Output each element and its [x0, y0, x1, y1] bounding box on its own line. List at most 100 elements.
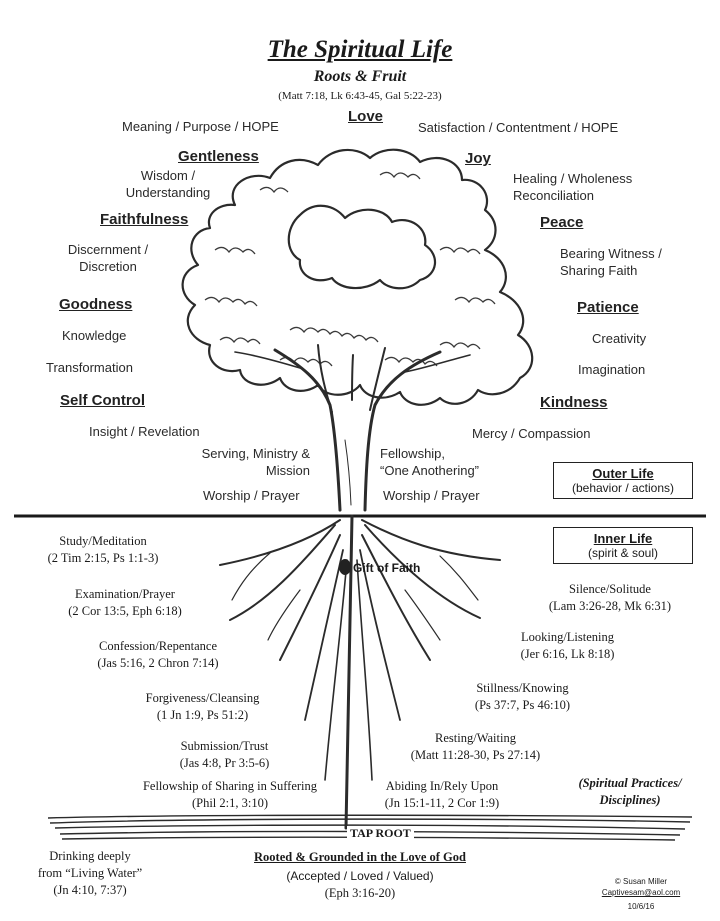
patience-desc-2: Imagination: [578, 362, 646, 377]
practices-note: (Spiritual Practices/ Disciplines): [555, 775, 705, 809]
title-references: (Matt 7:18, Lk 6:43-45, Gal 5:22-23): [278, 90, 442, 102]
peace-desc: Bearing Witness / Sharing Faith: [560, 245, 662, 279]
worship-left-label: Worship / Prayer: [203, 488, 300, 503]
canopy-gap: [287, 204, 436, 290]
outer-life-box: Outer Life (behavior / actions): [553, 462, 693, 499]
credit-line-2: Captivesam@aol.com: [601, 888, 681, 897]
tree-canopy: [181, 148, 534, 406]
serving-line-1: Serving, Ministry &: [201, 446, 310, 461]
root-right-abiding: Abiding In/Rely Upon (Jn 15:1-11, 2 Cor …: [362, 778, 522, 812]
root-name: Silence/Solitude: [569, 582, 651, 596]
rooted-grounded-sub: (Accepted / Loved / Valued): [286, 869, 434, 883]
fruit-faithfulness: Faithfulness: [100, 211, 189, 228]
faithfulness-desc-line-2: Discretion: [79, 259, 137, 274]
gift-of-faith-seed: [339, 559, 351, 575]
rooted-grounded-ref: (Eph 3:16-20): [324, 886, 396, 900]
fruit-gentleness: Gentleness: [178, 148, 259, 165]
root-ref: (Ps 37:7, Ps 46:10): [474, 698, 571, 712]
gentleness-desc: Wisdom / Understanding: [108, 167, 228, 201]
root-ref: (Jas 4:8, Pr 3:5-6): [179, 756, 270, 770]
inner-life-heading: Inner Life: [593, 531, 653, 546]
fruit-love: Love: [348, 108, 384, 125]
outer-life-sub: (behavior / actions): [571, 481, 675, 495]
root-right-silence: Silence/Solitude (Lam 3:26-28, Mk 6:31): [530, 581, 690, 615]
root-ref: (2 Tim 2:15, Ps 1:1-3): [47, 551, 159, 565]
root-left-forgiveness: Forgiveness/Cleansing (1 Jn 1:9, Ps 51:2…: [120, 690, 285, 724]
credit-line-1: © Susan Miller: [614, 877, 668, 886]
tree-trunk: [234, 344, 471, 512]
root-ref: (Matt 11:28-30, Ps 27:14): [410, 748, 541, 762]
patience-desc-1: Creativity: [592, 331, 647, 346]
root-left-fellowship: Fellowship of Sharing in Suffering (Phil…: [125, 778, 335, 812]
credit-line-3: 10/6/16: [627, 902, 655, 911]
worship-right-label: Worship / Prayer: [383, 488, 480, 503]
root-ref: (1 Jn 1:9, Ps 51:2): [156, 708, 249, 722]
root-left-submission: Submission/Trust (Jas 4:8, Pr 3:5-6): [152, 738, 297, 772]
joy-desc-line-1: Healing / Wholeness: [513, 171, 633, 186]
author-credit: © Susan Miller Captivesam@aol.com 10/6/1…: [596, 876, 686, 912]
root-right-stillness: Stillness/Knowing (Ps 37:7, Ps 46:10): [455, 680, 590, 714]
kindness-desc: Mercy / Compassion: [472, 426, 591, 441]
root-name: Examination/Prayer: [75, 587, 175, 601]
faithfulness-desc: Discernment / Discretion: [48, 241, 168, 275]
outer-life-heading: Outer Life: [592, 466, 654, 481]
root-ref: (Phil 2:1, 3:10): [191, 796, 269, 810]
inner-life-sub: (spirit & soul): [587, 546, 658, 560]
fruit-peace: Peace: [540, 214, 584, 231]
root-name: Study/Meditation: [59, 534, 147, 548]
love-left-desc: Meaning / Purpose / HOPE: [122, 119, 279, 134]
root-right-looking: Looking/Listening (Jer 6:16, Lk 8:18): [500, 629, 635, 663]
gift-of-faith-label: Gift of Faith: [353, 561, 421, 575]
fruit-goodness: Goodness: [59, 296, 133, 313]
fellowship-line-2: “One Anothering”: [380, 463, 480, 478]
joy-desc: Healing / Wholeness Reconciliation: [513, 170, 632, 204]
root-name: Forgiveness/Cleansing: [145, 691, 260, 705]
serving-ministry-label: Serving, Ministry & Mission: [170, 445, 310, 479]
root-left-confession: Confession/Repentance (Jas 5:16, 2 Chron…: [68, 638, 248, 672]
canopy-foliage-texture: [204, 171, 496, 367]
drinking-line-3: (Jn 4:10, 7:37): [53, 883, 127, 897]
root-left-examination: Examination/Prayer (2 Cor 13:5, Eph 6:18…: [40, 586, 210, 620]
goodness-desc-1: Knowledge: [62, 328, 127, 343]
inner-life-box: Inner Life (spirit & soul): [553, 527, 693, 564]
root-name: Submission/Trust: [180, 739, 269, 753]
root-name: Fellowship of Sharing in Suffering: [142, 779, 318, 793]
page-subtitle: Roots & Fruit: [313, 68, 407, 85]
serving-line-2: Mission: [265, 463, 310, 478]
root-ref: (2 Cor 13:5, Eph 6:18): [68, 604, 182, 618]
peace-desc-line-2: Sharing Faith: [560, 263, 638, 278]
joy-desc-line-2: Reconciliation: [513, 188, 594, 203]
root-left-study: Study/Meditation (2 Tim 2:15, Ps 1:1-3): [18, 533, 188, 567]
tap-root-label: TAP ROOT: [347, 826, 414, 841]
root-name: Looking/Listening: [520, 630, 615, 644]
faithfulness-desc-line-1: Discernment /: [67, 242, 149, 257]
gentleness-desc-line-2: Understanding: [125, 185, 211, 200]
fruit-patience: Patience: [577, 299, 639, 316]
root-name: Resting/Waiting: [435, 731, 516, 745]
drinking-deeply-note: Drinking deeply from “Living Water” (Jn …: [20, 848, 160, 899]
love-right-desc: Satisfaction / Contentment / HOPE: [418, 120, 619, 135]
rooted-grounded-title: Rooted & Grounded in the Love of God: [254, 850, 466, 864]
page-title: The Spiritual Life: [267, 36, 453, 63]
root-ref: (Jer 6:16, Lk 8:18): [520, 647, 615, 661]
fruit-self-control: Self Control: [60, 392, 145, 409]
root-name: Abiding In/Rely Upon: [385, 779, 499, 793]
fellowship-line-1: Fellowship,: [380, 446, 446, 461]
root-right-resting: Resting/Waiting (Matt 11:28-30, Ps 27:14…: [393, 730, 558, 764]
root-name: Confession/Repentance: [98, 639, 218, 653]
root-ref: (Jn 15:1-11, 2 Cor 1:9): [384, 796, 500, 810]
tree-roots: [219, 514, 501, 830]
practices-line-2: Disciplines): [599, 793, 661, 807]
root-ref: (Lam 3:26-28, Mk 6:31): [548, 599, 672, 613]
drinking-line-1: Drinking deeply: [49, 849, 131, 863]
root-ref: (Jas 5:16, 2 Chron 7:14): [97, 656, 219, 670]
fruit-joy: Joy: [465, 150, 491, 167]
drinking-line-2: from “Living Water”: [37, 866, 143, 880]
gentleness-desc-line-1: Wisdom /: [140, 168, 196, 183]
practices-line-1: (Spiritual Practices/: [578, 776, 682, 790]
self-control-desc: Insight / Revelation: [89, 424, 200, 439]
fellowship-label: Fellowship, “One Anothering”: [380, 445, 479, 479]
peace-desc-line-1: Bearing Witness /: [560, 246, 662, 261]
root-name: Stillness/Knowing: [476, 681, 569, 695]
